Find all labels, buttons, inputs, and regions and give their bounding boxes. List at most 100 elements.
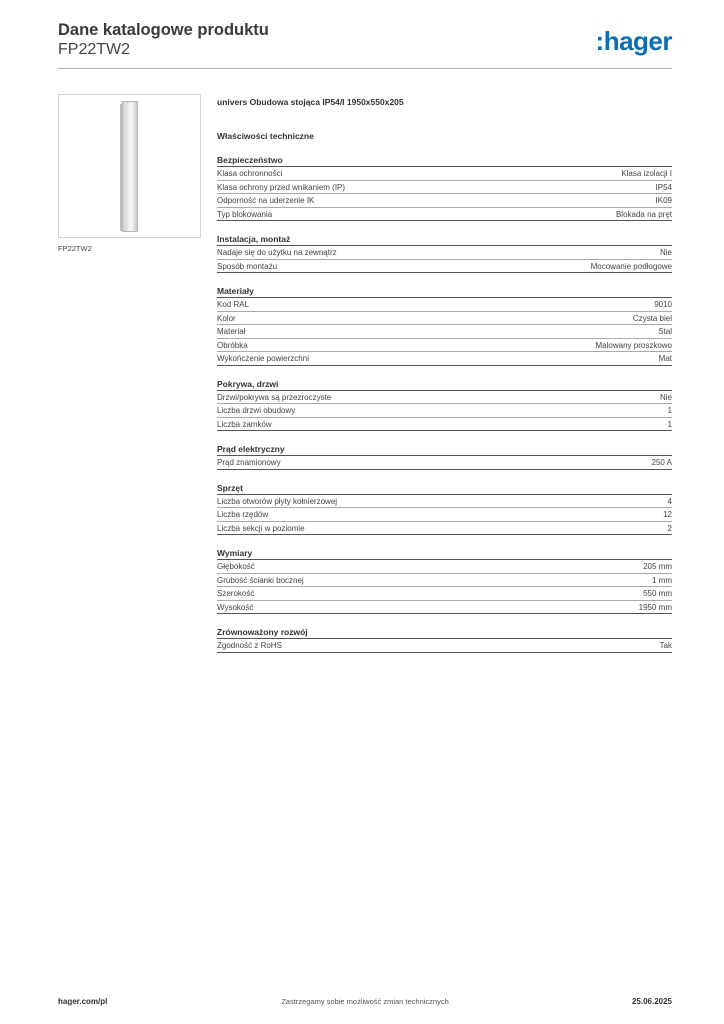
spec-label: Typ blokowania [217,209,273,219]
spec-label: Kod RAL [217,300,250,309]
spec-row: Drzwi/pokrywa są przezroczyste Nie [217,391,672,404]
section-title: Zrównoważony rozwój [217,626,672,639]
spec-label: Liczba sekcji w poziomie [217,523,305,533]
spec-label: Liczba otworów płyty kołnierzowej [217,496,338,506]
spec-label: Drzwi/pokrywa są przezroczyste [217,392,332,402]
footer-disclaimer: Zastrzegamy sobie możliwość zmian techni… [281,997,449,1006]
spec-value: IK09 [655,196,672,205]
spec-label: Odporność na uderzenie IK [217,196,315,205]
spec-value: Mocowanie podłogowe [590,261,672,271]
spec-value: Mat [658,354,672,363]
spec-row: Liczba sekcji w poziomie 2 [217,522,672,535]
section-title: Instalacja, montaż [217,233,672,246]
spec-value: 9010 [654,300,672,309]
spec-value: 4 [667,496,672,506]
spec-row: Liczba otworów płyty kołnierzowej 4 [217,495,672,508]
footer-date: 25.06.2025 [631,997,672,1006]
spec-label: Materiał [217,327,246,336]
spec-value: 1 [667,406,672,415]
spec-value: 12 [663,510,672,519]
spec-value: Blokada na pręt [615,209,672,219]
spec-label: Sposób montażu [217,261,278,271]
document-header: Dane katalogowe produktu FP22TW2 :hager [58,20,673,70]
product-details: univers Obudowa stojąca IP54/I 1950x550x… [217,96,672,653]
spec-row: Liczba rzędów 12 [217,508,672,522]
spec-value: 550 mm [643,589,672,598]
spec-label: Zgodność z RoHS [217,641,282,650]
spec-value: 205 mm [643,562,672,571]
spec-value: Stal [658,327,672,336]
product-name: univers Obudowa stojąca IP54/I 1950x550x… [217,97,404,107]
product-image [58,94,201,238]
section-title: Sprzęt [217,482,672,495]
cabinet-illustration [120,101,138,232]
spec-value: 1950 mm [638,602,672,612]
product-image-caption: FP22TW2 [58,244,92,253]
spec-value: 1 mm [652,575,672,585]
spec-label: Nadaje się do użytku na zewnątrz [217,248,337,257]
spec-row: Wykończenie powierzchni Mat [217,352,672,366]
spec-value: 250 A [651,458,672,467]
properties-heading: Właściwości techniczne [217,131,314,141]
spec-row: Prąd znamionowy 250 A [217,456,672,470]
spec-row: Odporność na uderzenie IK IK09 [217,194,672,208]
spec-label: Szerokość [217,589,255,598]
spec-value: IP54 [655,182,672,192]
spec-row: Kod RAL 9010 [217,298,672,312]
spec-row: Klasa ochrony przed wnikaniem (IP) IP54 [217,181,672,194]
spec-row: Materiał Stal [217,325,672,339]
document-footer: hager.com/pl Zastrzegamy sobie możliwość… [58,997,672,1009]
spec-row: Liczba zamków 1 [217,418,672,431]
section-title: Wymiary [217,547,672,560]
section-title: Pokrywa, drzwi [217,378,672,391]
spec-value: 1 [667,419,672,429]
spec-row: Liczba drzwi obudowy 1 [217,404,672,418]
spec-value: Nie [659,248,672,257]
spec-label: Grubość ścianki bocznej [217,575,304,585]
spec-label: Liczba drzwi obudowy [217,406,296,415]
spec-value: 2 [667,523,672,533]
spec-row: Sposób montażu Mocowanie podłogowe [217,260,672,273]
spec-value: Nie [659,392,672,402]
spec-row: Szerokość 550 mm [217,587,672,601]
product-code: FP22TW2 [58,41,131,58]
spec-row: Głębokość 205 mm [217,560,672,574]
spec-value: Malowany proszkowo [595,340,672,350]
section-title: Prąd elektryczny [217,443,672,456]
spec-value: Czysta biel [632,313,672,323]
section-title: Materiały [217,285,672,298]
spec-label: Liczba rzędów [217,510,269,519]
spec-row: Grubość ścianki bocznej 1 mm [217,574,672,587]
spec-label: Prąd znamionowy [217,458,281,467]
spec-label: Wykończenie powierzchni [217,354,309,363]
spec-label: Klasa ochrony przed wnikaniem (IP) [217,182,346,192]
spec-label: Kolor [217,313,236,323]
footer-website-link[interactable]: hager.com/pl [58,997,108,1006]
spec-row: Nadaje się do użytku na zewnątrz Nie [217,246,672,260]
spec-row: Obróbka Malowany proszkowo [217,339,672,352]
spec-row: Klasa ochronności Klasa izolacji I [217,167,672,181]
spec-row: Typ blokowania Blokada na pręt [217,208,672,221]
hager-logo: :hager [595,26,673,56]
spec-value: Klasa izolacji I [621,169,672,178]
spec-label: Klasa ochronności [217,169,283,178]
section-title: Bezpieczeństwo [217,154,672,167]
page-title: Dane katalogowe produktu [58,21,269,39]
spec-label: Liczba zamków [217,419,272,429]
spec-value: Tak [659,641,672,650]
spec-label: Obróbka [217,340,248,350]
spec-row: Zgodność z RoHS Tak [217,639,672,653]
header-divider [58,68,672,69]
spec-label: Głębokość [217,562,255,571]
spec-row: Kolor Czysta biel [217,312,672,325]
